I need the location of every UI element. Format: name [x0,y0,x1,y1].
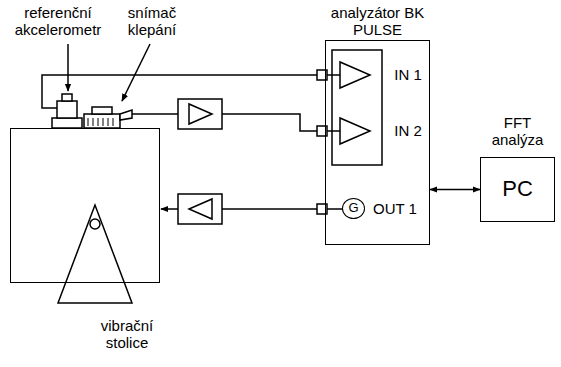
shaker-box: vibrační stolice [10,128,160,283]
accelerometer-base [52,118,82,128]
wire [132,113,178,115]
shaker-symbol [90,219,100,229]
box-heading: vibrační stolice [89,317,165,352]
box-heading: FFT analýza [478,114,558,149]
pc-box: FFT analýzaPC [480,157,555,222]
port-name: IN 2 [388,122,428,139]
shaker-symbol [58,205,132,303]
amplifier-symbol [340,62,370,88]
sensor-hatching [88,118,113,126]
amplifier-symbol [340,118,370,144]
wire [222,208,317,210]
amplifier-symbol [189,199,212,219]
knock-sensor-top [92,107,112,114]
component-label: referenční akcelerometr [4,4,112,39]
accelerometer-connector [62,94,72,101]
wire [327,74,340,76]
amplifier-symbol [189,104,212,124]
generator-symbol: G [343,199,364,218]
wire [42,75,317,108]
knock-sensor-base [84,114,120,128]
input-block [332,50,382,165]
wire [327,130,340,132]
leader-arrow [122,44,150,101]
accelerometer-body [57,101,77,118]
box-label: PC [481,158,554,221]
port-name: OUT 1 [368,200,422,217]
amplifier-box [178,194,222,224]
wire [327,208,343,210]
knock-sensor-tab [120,110,132,120]
component-label: snímač klepání [112,4,192,39]
generator-circle: G [342,198,365,219]
wire [222,114,317,131]
leader-arrow [67,44,69,91]
connector [430,189,480,191]
port-name: IN 1 [388,66,428,83]
amplifier-box [178,99,222,129]
wire [161,208,178,210]
box-heading: analyzátor BK PULSE [322,4,434,39]
